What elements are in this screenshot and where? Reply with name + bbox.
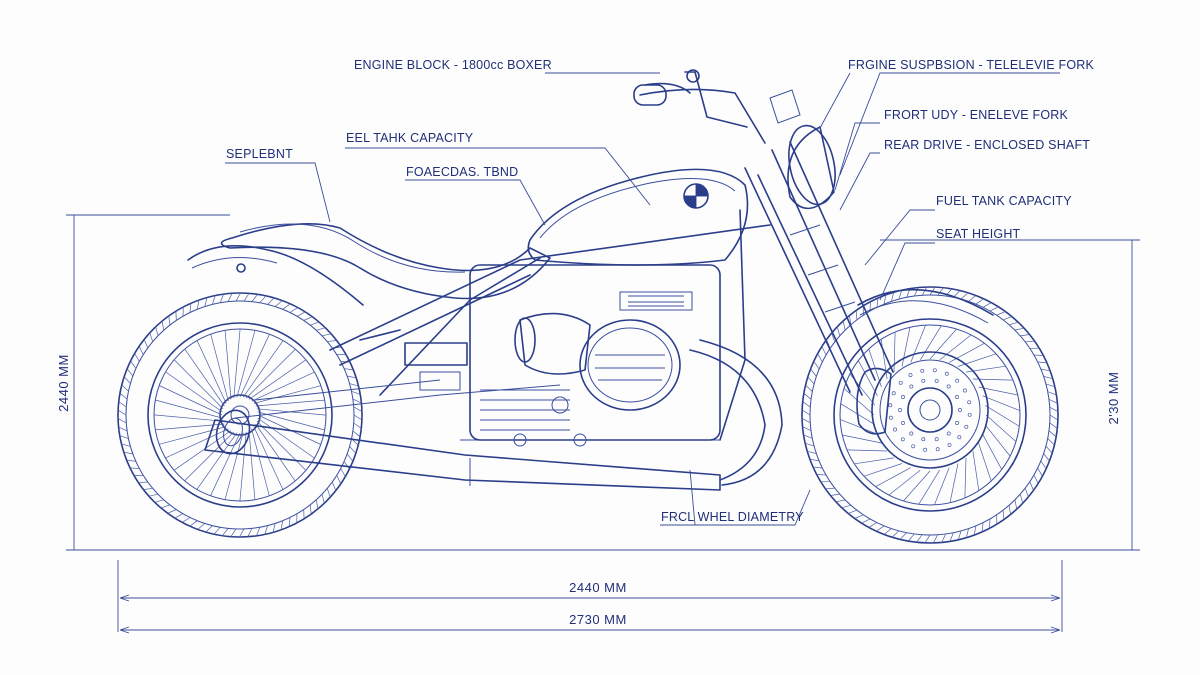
front-fork [744,141,994,396]
label-engine-suspension: FRGINE SUSPBSION - TELELEVIE FORK [848,58,1094,72]
front-wheel [801,286,1059,544]
fuel-tank [527,168,749,266]
rear-wheel [117,292,363,538]
label-seat-height: SEAT HEIGHT [936,227,1021,241]
exhaust [204,409,721,491]
label-sepleebnt: SEPLEBNT [226,147,293,161]
handlebar [633,69,766,144]
label-front-wheel-diameter: FRCL WHEL DIAMETRY [661,510,804,524]
label-fuel-tank-capacity: FUEL TANK CAPACITY [936,194,1072,208]
labels: ENGINE BLOCK - 1800cc BOXER FRGINE SUSPB… [226,58,1094,524]
engine-block [404,264,783,486]
label-foaecdas: FOAECDAS. TBND [406,165,518,179]
dim-wheelbase: 2440 MM [569,580,627,595]
frame [234,209,771,441]
headlight [769,89,836,210]
dim-left-height: 2440 MM [56,354,71,412]
label-engine-block: ENGINE BLOCK - 1800cc BOXER [354,58,552,72]
label-front-body: FRORT UDY - ENELEVE FORK [884,108,1068,122]
seat [187,222,551,306]
label-rear-drive: REAR DRIVE - ENCLOSED SHAFT [884,138,1090,152]
dimension-text: 2440 MM 2'30 MM 2440 MM 2730 MM [56,354,1121,627]
dim-right-height: 2'30 MM [1106,372,1121,425]
leader-lines [225,72,1060,526]
dim-overall-length: 2730 MM [569,612,627,627]
label-eel-tank: EEL TAHK CAPACITY [346,131,474,145]
dimension-lines [66,214,1140,634]
